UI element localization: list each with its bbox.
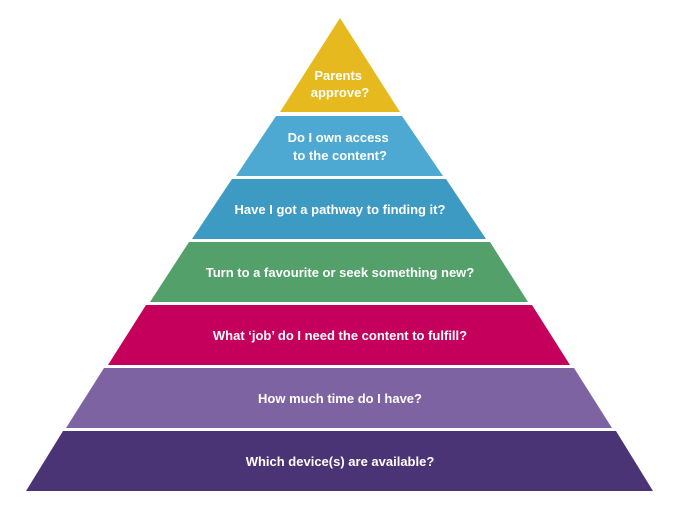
pyramid-tier-5-shape xyxy=(108,305,570,365)
pyramid-tier-5-label: What ‘job’ do I need the content to fulf… xyxy=(213,328,467,343)
pyramid-tier-3-label: Have I got a pathway to finding it? xyxy=(235,202,446,217)
pyramid-tier-6-shape xyxy=(66,368,612,428)
pyramid-tier-2-label: Do I own access to the content? xyxy=(288,130,393,163)
pyramid-tier-2-shape xyxy=(236,116,443,176)
pyramid-tier-1-shape xyxy=(280,18,400,112)
pyramid-tier-7-shape xyxy=(26,431,653,491)
pyramid-tier-6-label: How much time do I have? xyxy=(258,391,422,406)
pyramid-tier-1-label: Parents approve? xyxy=(311,68,370,100)
pyramid-tier-3-shape xyxy=(192,179,486,239)
pyramid-tier-4-shape xyxy=(150,242,528,302)
pyramid-tier-4-label: Turn to a favourite or seek something ne… xyxy=(206,265,475,280)
pyramid-tier-7-label: Which device(s) are available? xyxy=(246,454,435,469)
